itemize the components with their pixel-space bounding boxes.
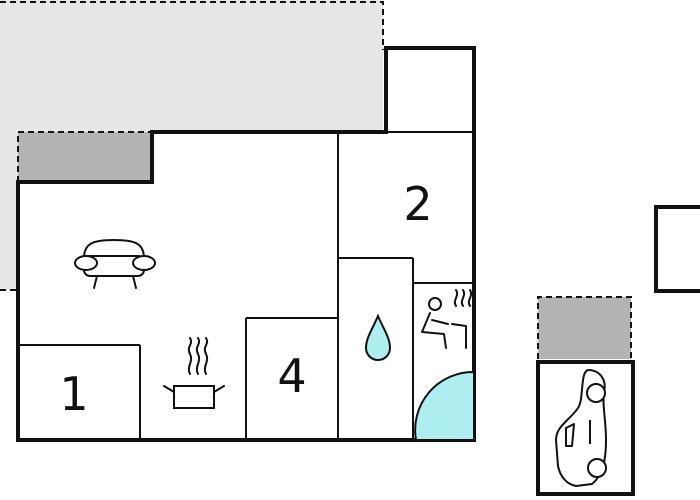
sofa-icon: [74, 238, 156, 289]
room-1-label: 1: [59, 367, 88, 421]
water-drop-icon: [364, 313, 392, 361]
outer-wall: [16, 46, 476, 442]
room-2-label: 2: [403, 177, 432, 231]
whirlpool: [414, 370, 475, 441]
car-icon: [555, 369, 607, 487]
outdoor-area: [0, 0, 384, 291]
cooking-pot-icon: [163, 337, 225, 409]
outbuilding: [654, 205, 700, 293]
terrace: [17, 131, 152, 182]
interior-walls: [18, 131, 474, 440]
room-4-label: 4: [277, 349, 306, 403]
sauna-icon: [421, 289, 473, 349]
